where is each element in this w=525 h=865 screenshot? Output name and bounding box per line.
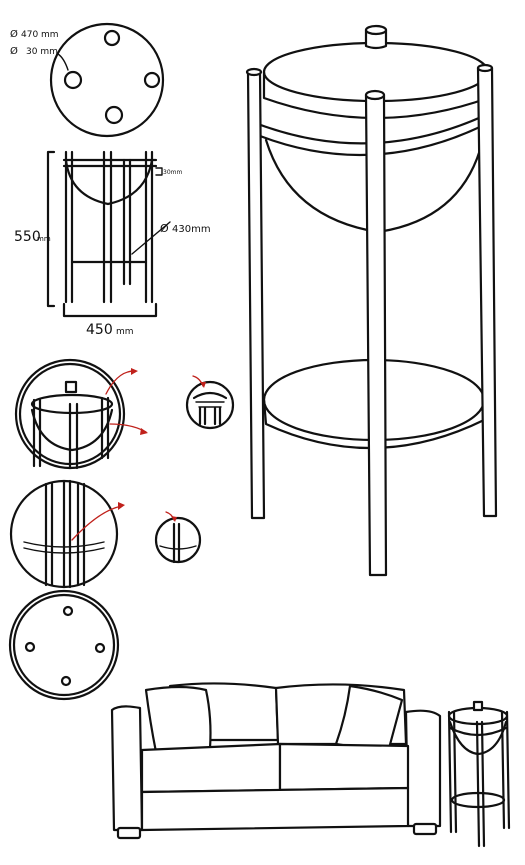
- joint-detail-pins: [198, 406, 222, 426]
- height-unit: mm: [37, 235, 51, 243]
- bottom-foot-left: [24, 641, 36, 653]
- front-elevation: 550 mm 450 mm 30mm Ø 430mm: [14, 150, 211, 338]
- sofa-arm-right: [404, 709, 442, 828]
- detail-shelf-leg-mid: [62, 479, 72, 589]
- detail-top-leg-mid: [68, 402, 79, 470]
- perspective-view: [245, 24, 498, 577]
- leg-back-right: [476, 66, 498, 518]
- callout-arrow-4: [71, 505, 123, 541]
- detail-shelf-edge-top: [23, 541, 105, 548]
- bottom-view: [8, 589, 120, 701]
- height-bracket: [46, 150, 56, 308]
- bottom-foot-bottom: [60, 675, 72, 687]
- width-unit: mm: [116, 327, 134, 337]
- leg-hole-right: [143, 71, 161, 89]
- callout-arrowhead-3: [200, 382, 206, 388]
- shelf-detail-pin: [172, 522, 181, 564]
- leg-back-right-cap: [476, 63, 494, 73]
- sofa-arm-left: [110, 705, 144, 832]
- leg-front-cap: [364, 89, 386, 101]
- leg-middle: [102, 150, 113, 304]
- rim-height-label: 30mm: [163, 169, 182, 176]
- detail-top-rim: [30, 393, 114, 415]
- leg-hole-top: [103, 29, 121, 47]
- mini-knob: [472, 700, 484, 712]
- seat-cushion-right: [278, 742, 410, 792]
- bowl-diameter-symbol: Ø: [160, 222, 169, 235]
- sofa-scene: [110, 682, 511, 848]
- bottom-foot-top: [62, 605, 74, 617]
- leg-back-left-cap: [245, 67, 263, 77]
- callout-arrowhead-2: [140, 428, 148, 435]
- mini-leg-front: [475, 720, 486, 848]
- detail-top-leg-left: [32, 398, 42, 468]
- leg-hole-left: [63, 70, 83, 90]
- leg-hole-bottom: [104, 105, 124, 125]
- detail-top-joint: [14, 358, 148, 470]
- sofa-side-planter-stand: [447, 700, 511, 848]
- leg-left: [64, 150, 74, 304]
- detail-joint-small: [185, 375, 235, 430]
- mini-leg-right: [500, 710, 511, 830]
- detail-shelf-joint: [9, 479, 125, 589]
- height-value: 550: [14, 229, 41, 245]
- detail-shelf-leg-right: [76, 482, 86, 587]
- joint-detail-arc: [192, 391, 228, 400]
- diameter-symbol-hole: Ø: [10, 45, 18, 57]
- detail-shelf-edge: [23, 547, 105, 554]
- detail-top-leg-right: [100, 396, 110, 460]
- seat-cushion-left: [140, 742, 282, 794]
- joint-detail-circle: [185, 380, 235, 430]
- sofa-foot-right: [412, 822, 438, 836]
- width-value: 450: [86, 322, 113, 338]
- callout-arrowhead-4: [118, 502, 125, 510]
- width-bracket: [62, 302, 158, 318]
- detail-top-bowl: [30, 408, 114, 452]
- diameter-symbol-top: Ø: [10, 28, 18, 40]
- top-knob-cap: [364, 24, 388, 36]
- top-diameter-label: 470 mm: [21, 30, 59, 40]
- sofa-foot-left: [116, 826, 142, 840]
- leg-right: [144, 150, 154, 304]
- hole-leader-line: [57, 53, 69, 71]
- throw-pillow-left: [144, 685, 212, 755]
- bottom-view-outline: [8, 589, 120, 701]
- leg-back-left: [246, 70, 266, 520]
- mini-leg-left: [447, 710, 458, 834]
- top-view: Ø 470 mm Ø 30 mm: [10, 22, 165, 138]
- leg-rear: [122, 158, 132, 286]
- bowl-diameter-label: 430mm: [172, 224, 211, 235]
- detail-top-knob: [64, 380, 78, 394]
- rim-height-bracket: [155, 167, 163, 176]
- detail-shelf-small: [154, 511, 202, 564]
- top-view-outline: [49, 22, 165, 138]
- callout-arrowhead-5: [171, 516, 177, 522]
- callout-arrowhead-1: [131, 368, 138, 375]
- shelf-detail-edge: [159, 545, 197, 550]
- leg-front: [364, 93, 388, 577]
- bottom-view-inner: [12, 593, 116, 697]
- bottom-foot-right: [94, 642, 106, 654]
- sofa-base: [140, 786, 410, 832]
- bowl-diameter-leader: [131, 221, 171, 255]
- joint-detail-rim: [195, 401, 225, 408]
- detail-shelf-leg-left: [44, 482, 54, 587]
- hole-diameter-label: 30 mm: [26, 47, 58, 57]
